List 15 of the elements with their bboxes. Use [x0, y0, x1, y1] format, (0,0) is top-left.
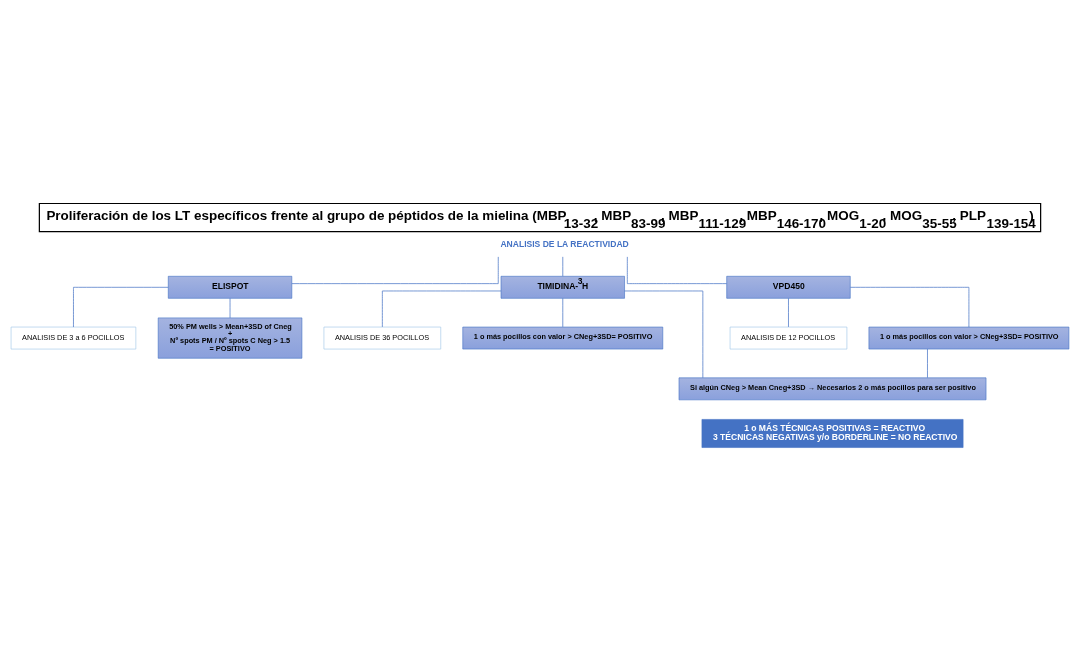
- node-box: 1 o MÁS TÉCNICAS POSITIVAS = REACTIVO 3 TÉCNICAS NEGATIVAS y/o BORDERLINE = NO REACTIVO: [701, 419, 964, 448]
- connector: [291, 256, 499, 284]
- connector: [624, 290, 704, 379]
- connector: [788, 297, 789, 328]
- connector: [382, 290, 502, 328]
- connector: [849, 286, 970, 328]
- node-text: ANALISIS DE LA REACTIVIDAD: [500, 239, 629, 250]
- connector: [626, 256, 727, 284]
- node-box: ELISPOT: [167, 276, 293, 299]
- connector: [229, 297, 231, 319]
- connector: [562, 297, 564, 328]
- connector: [927, 348, 928, 379]
- connector: [562, 256, 564, 277]
- node-box: VPD450: [726, 276, 851, 299]
- connector: [73, 286, 169, 328]
